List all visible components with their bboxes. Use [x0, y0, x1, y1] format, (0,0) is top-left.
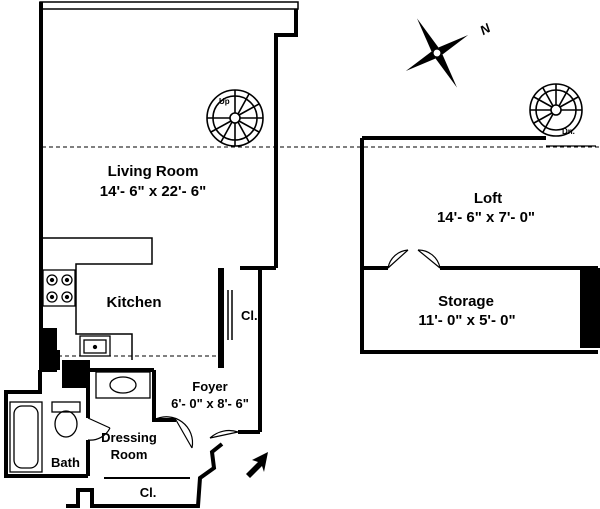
foyer-dims: 6'- 0" x 8'- 6" [171, 396, 249, 411]
loft-door [387, 249, 441, 269]
living-closet-label: Cl. [241, 308, 258, 323]
kitchen-name: Kitchen [106, 294, 161, 311]
living-room: Living Room 14'- 6" x 22'- 6" [42, 146, 600, 200]
solid-wall-blocks [39, 268, 600, 388]
kitchen-counter [41, 237, 153, 360]
loft: Loft 14'- 6" x 7'- 0" [437, 190, 535, 226]
bath-label: Bath [51, 455, 80, 470]
storage-name: Storage [438, 293, 494, 310]
bath-door-swing [87, 417, 111, 441]
kitchen: Kitchen [41, 237, 218, 360]
loft-name: Loft [474, 190, 502, 207]
entry-arrow-icon [246, 452, 268, 478]
stair-up-label: Up [219, 97, 230, 106]
bathtub-icon [9, 401, 43, 473]
dressing-closet-label: Cl. [140, 485, 157, 500]
dressing-room: Dressing Room Cl. [95, 371, 194, 500]
toilet-icon [51, 401, 81, 438]
loft-walls [360, 136, 598, 354]
foyer: Foyer 6'- 0" x 8'- 6" [171, 379, 268, 478]
spiral-stair-down: Dn. [529, 83, 583, 137]
living-room-name: Living Room [108, 163, 199, 180]
storage-dims: 11'- 0" x 5'- 0" [418, 312, 515, 329]
compass-north-label: N [477, 20, 493, 38]
stair-down-label: Dn. [562, 127, 575, 136]
loft-dims: 14'- 6" x 7'- 0" [437, 209, 535, 226]
foyer-name: Foyer [192, 379, 227, 394]
stove-icon [42, 269, 76, 307]
kitchen-sink-icon [79, 335, 111, 357]
living-room-dims: 14'- 6" x 22'- 6" [100, 183, 206, 200]
dressing-room-line2: Room [111, 447, 148, 462]
bathroom: Bath [9, 401, 111, 473]
entry-door-swing [209, 429, 239, 439]
storage: Storage 11'- 0" x 5'- 0" [418, 293, 515, 329]
vanity-sink-icon [95, 371, 151, 399]
spiral-stair-up: Up [206, 89, 264, 147]
dressing-room-line1: Dressing [101, 430, 157, 445]
dressing-door-swing [153, 416, 194, 449]
living-closet: Cl. [227, 290, 258, 340]
window-top [39, 1, 299, 10]
compass-icon [405, 18, 469, 88]
